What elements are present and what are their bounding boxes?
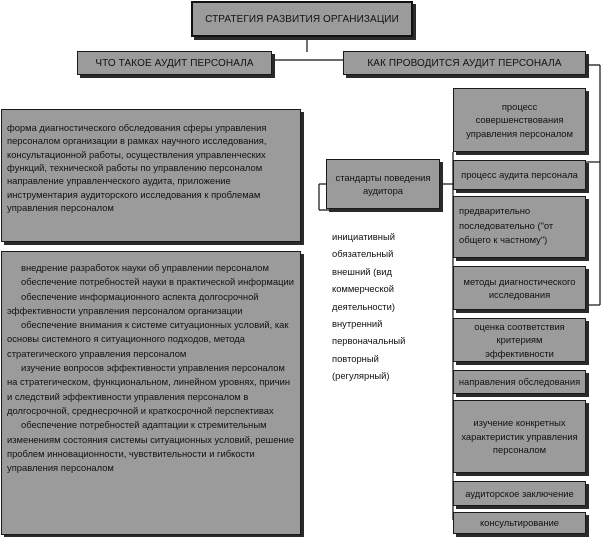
- diagnostic-methods-box: методы диагностического исследования: [453, 266, 586, 310]
- definition-box: форма диагностического обследования сфер…: [1, 109, 301, 242]
- definition-text-1: форма диагностического обследования сфер…: [7, 122, 267, 174]
- goal-item: обеспечение потребностей науки в практич…: [21, 276, 294, 288]
- audit-process-box: процесс аудита персонала: [453, 160, 586, 190]
- efficiency-assessment-label: оценка соответствия критериям эффективно…: [474, 320, 565, 359]
- audit-type-item: первоначальный: [332, 335, 406, 347]
- what-is-audit-header: ЧТО ТАКОЕ АУДИТ ПЕРСОНАЛА: [77, 51, 272, 75]
- goal-item: обеспечение потребностей адаптации к стр…: [7, 419, 295, 474]
- survey-directions-box: направления обследования: [453, 370, 586, 394]
- improvement-process-box: процесс совершенствования управления пер…: [453, 88, 586, 152]
- audit-type-item: внешний (вид коммерческой деятельности): [332, 265, 395, 312]
- efficiency-assessment-box: оценка соответствия критериям эффективно…: [453, 318, 586, 362]
- survey-directions-label: направления обследования: [458, 376, 581, 388]
- definition-text-2: направление управленческого аудита, прил…: [7, 175, 261, 214]
- goal-item: обеспечение внимания к системе ситуацион…: [7, 319, 289, 359]
- consulting-label: консультирование: [479, 517, 560, 529]
- audit-type-item: повторный (регулярный): [332, 352, 390, 382]
- goal-item: изучение вопросов эффективности управлен…: [7, 362, 291, 416]
- goal-item: внедрение разработок науки об управлении…: [21, 262, 269, 273]
- audit-type-item: внутренний: [332, 317, 383, 329]
- audit-types-list: инициативный обязательный внешний (вид к…: [332, 228, 436, 385]
- how-audit-header: КАК ПРОВОДИТСЯ АУДИТ ПЕРСОНАЛА: [343, 51, 586, 75]
- goal-item: обеспечение информационного аспекта долг…: [7, 290, 259, 316]
- audit-goals-box: внедрение разработок науки об управлении…: [1, 251, 301, 535]
- characteristics-study-label: изучение конкретных характеристик управл…: [461, 417, 578, 456]
- characteristics-study-box: изучение конкретных характеристик управл…: [453, 400, 586, 473]
- consulting-box: консультирование: [453, 512, 586, 534]
- audit-type-item: обязательный: [332, 248, 394, 260]
- how-audit-label: КАК ПРОВОДИТСЯ АУДИТ ПЕРСОНАЛА: [367, 57, 562, 69]
- strategy-title: СТРАТЕГИЯ РАЗВИТИЯ ОРГАНИЗАЦИИ: [205, 13, 399, 25]
- strategy-title-box: СТРАТЕГИЯ РАЗВИТИЯ ОРГАНИЗАЦИИ: [191, 1, 413, 37]
- sequence-box: предварительно последовательно ("от обще…: [453, 196, 586, 258]
- auditor-standards-label: стандарты поведения аудитора: [335, 171, 431, 196]
- improvement-process-label: процесс совершенствования управления пер…: [466, 100, 573, 139]
- what-is-audit-label: ЧТО ТАКОЕ АУДИТ ПЕРСОНАЛА: [95, 57, 254, 69]
- sequence-label: предварительно последовательно ("от обще…: [459, 205, 554, 246]
- audit-process-label: процесс аудита персонала: [461, 169, 578, 181]
- diagnostic-methods-label: методы диагностического исследования: [463, 275, 576, 300]
- auditor-standards-box: стандарты поведения аудитора: [326, 159, 440, 209]
- audit-conclusion-box: аудиторское заключение: [453, 481, 586, 506]
- audit-type-item: инициативный: [332, 231, 395, 242]
- audit-conclusion-label: аудиторское заключение: [465, 487, 574, 499]
